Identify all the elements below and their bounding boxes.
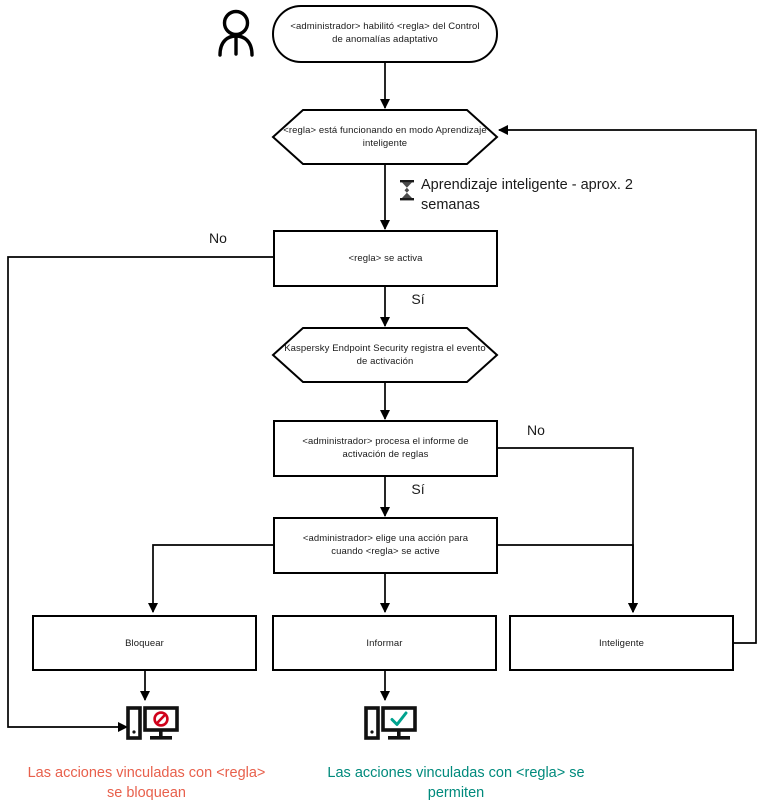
node-rule-triggered-shape xyxy=(273,230,498,287)
hourglass-icon xyxy=(400,180,414,201)
edge-action-to-smart xyxy=(497,544,639,614)
monitor-blocked-icon xyxy=(126,706,179,740)
edge-label-yes-rule-triggered: Sí xyxy=(411,291,425,307)
user-actor-icon xyxy=(218,9,254,57)
edge-no-rule-triggered xyxy=(7,256,274,733)
node-action-smart-shape xyxy=(509,615,734,671)
edge-label-yes-report-processed: Sí xyxy=(411,481,425,497)
node-learning-mode-shape xyxy=(271,109,499,165)
edge-label-no-rule-triggered: No xyxy=(209,230,227,246)
edge-action-to-block xyxy=(147,544,274,614)
node-start-shape xyxy=(272,5,498,63)
node-admin-processes-report-shape xyxy=(273,420,498,477)
node-kes-logs-event-shape xyxy=(271,327,499,383)
edge-smart-loop-back xyxy=(497,124,757,644)
node-action-inform-shape xyxy=(272,615,497,671)
caption-allowed-outcome: Las acciones vinculadas con <regla> se p… xyxy=(327,765,585,801)
monitor-allowed-icon xyxy=(364,706,417,740)
node-admin-chooses-action-shape xyxy=(273,517,498,574)
edge-label-no-report-processed: No xyxy=(527,422,545,438)
node-action-block-shape xyxy=(32,615,257,671)
edge-no-report-processed xyxy=(497,447,639,614)
note-smart-learning-duration: Aprendizaje inteligente - aprox. 2 seman… xyxy=(421,177,633,213)
caption-blocked-outcome: Las acciones vinculadas con <regla> se b… xyxy=(27,765,266,801)
